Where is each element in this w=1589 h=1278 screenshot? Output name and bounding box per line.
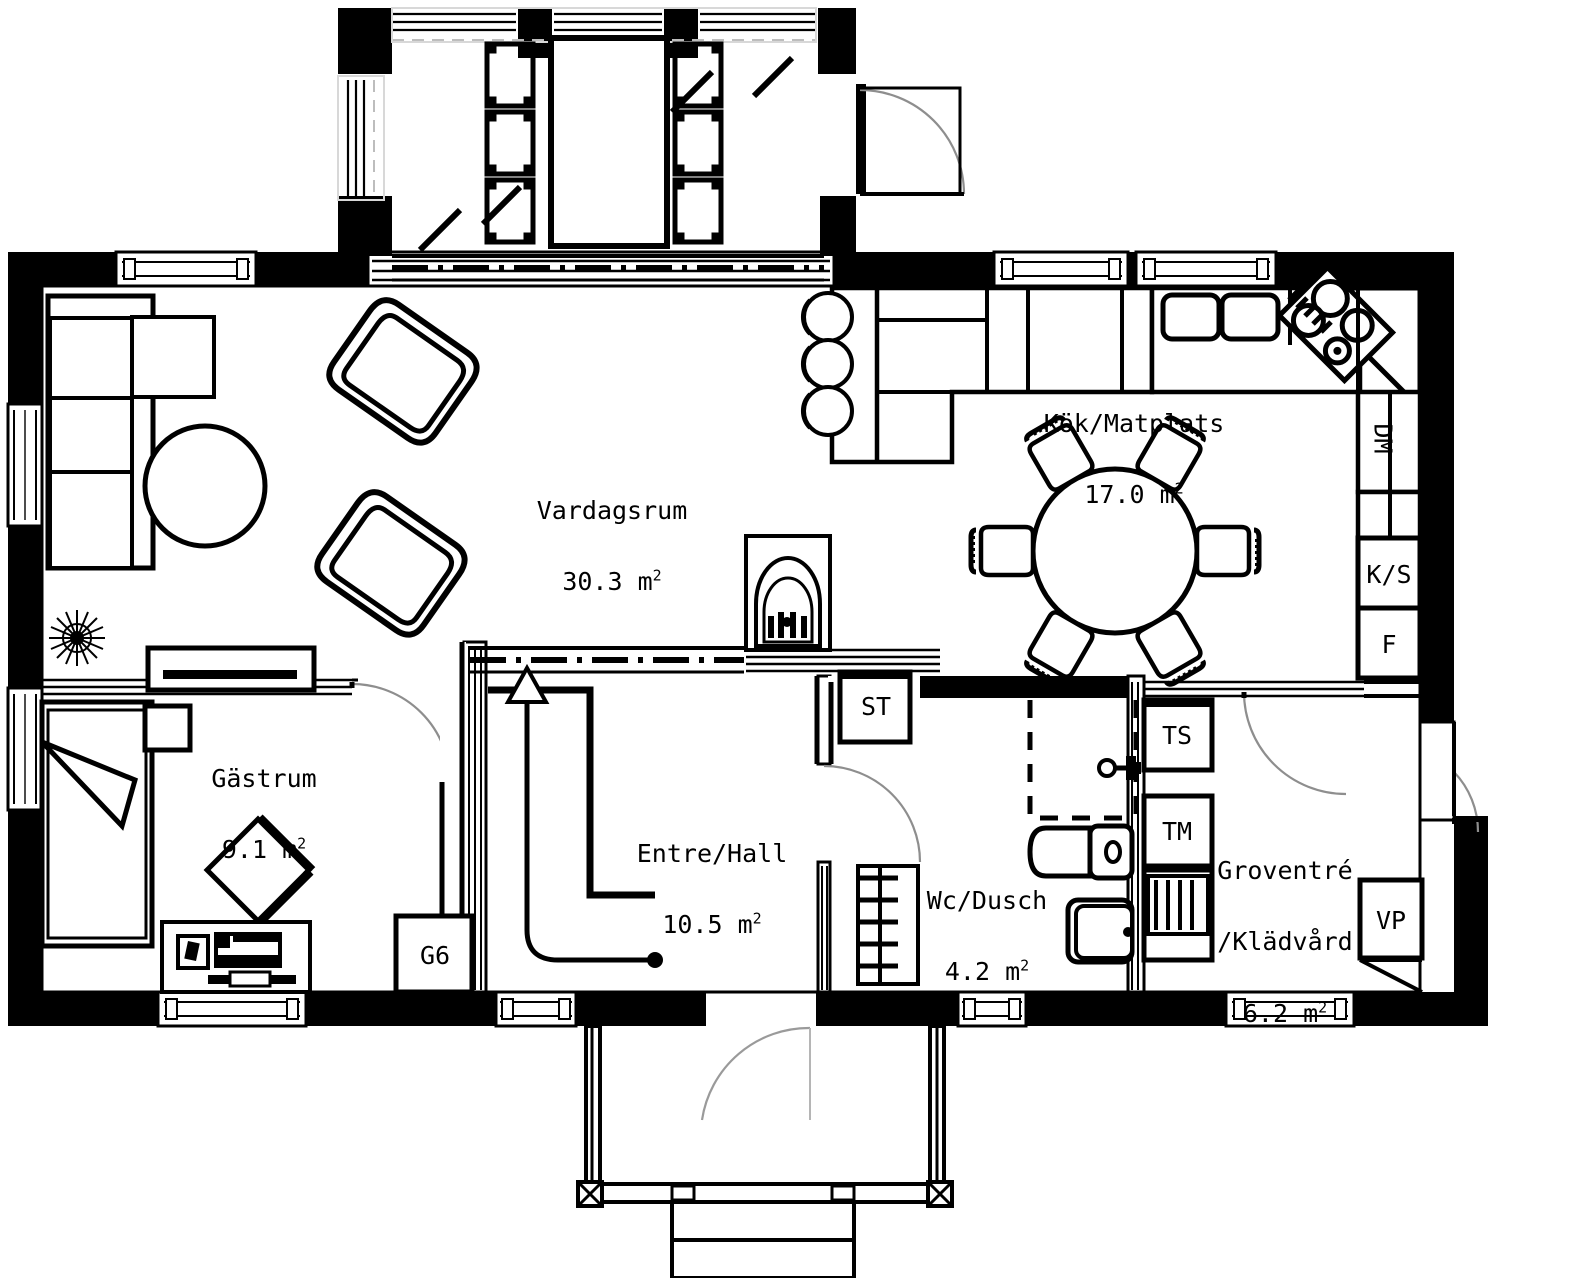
toilet bbox=[1027, 823, 1135, 881]
staircase bbox=[488, 663, 663, 968]
wardrobe-g6 bbox=[393, 913, 475, 995]
porch-post bbox=[926, 1180, 954, 1208]
nightstand bbox=[142, 703, 193, 753]
washbasin bbox=[1065, 897, 1135, 965]
guestroom-furniture bbox=[39, 610, 475, 995]
bathroom-fixtures bbox=[837, 669, 1141, 986]
round-dining-table bbox=[1030, 466, 1200, 636]
bar-stool-group bbox=[800, 291, 854, 437]
interior-walls bbox=[42, 640, 1488, 1121]
washing-machine-tm bbox=[1141, 793, 1215, 869]
utility-fixtures bbox=[1141, 697, 1425, 994]
outdoor-dining-table bbox=[548, 35, 670, 249]
terrace-zone bbox=[337, 7, 966, 282]
shower-mixer bbox=[1097, 756, 1141, 780]
living-room-furniture bbox=[45, 293, 484, 641]
exterior-walls bbox=[6, 250, 1488, 1028]
plant-decor bbox=[49, 610, 105, 666]
porch-post bbox=[576, 1180, 604, 1208]
fireplace bbox=[744, 534, 832, 652]
kitchen-fixtures bbox=[800, 263, 1423, 687]
wc-door-leaf bbox=[856, 864, 920, 986]
entry-porch bbox=[576, 1024, 954, 1278]
guestroom-chair bbox=[203, 814, 316, 926]
storage-st bbox=[837, 669, 913, 745]
kitchen-sink bbox=[1160, 292, 1281, 342]
drying-cabinet-ts bbox=[1141, 697, 1215, 773]
heat-pump-vp bbox=[1357, 877, 1425, 961]
round-dining-set bbox=[971, 414, 1259, 687]
round-coffee-table bbox=[142, 423, 268, 549]
